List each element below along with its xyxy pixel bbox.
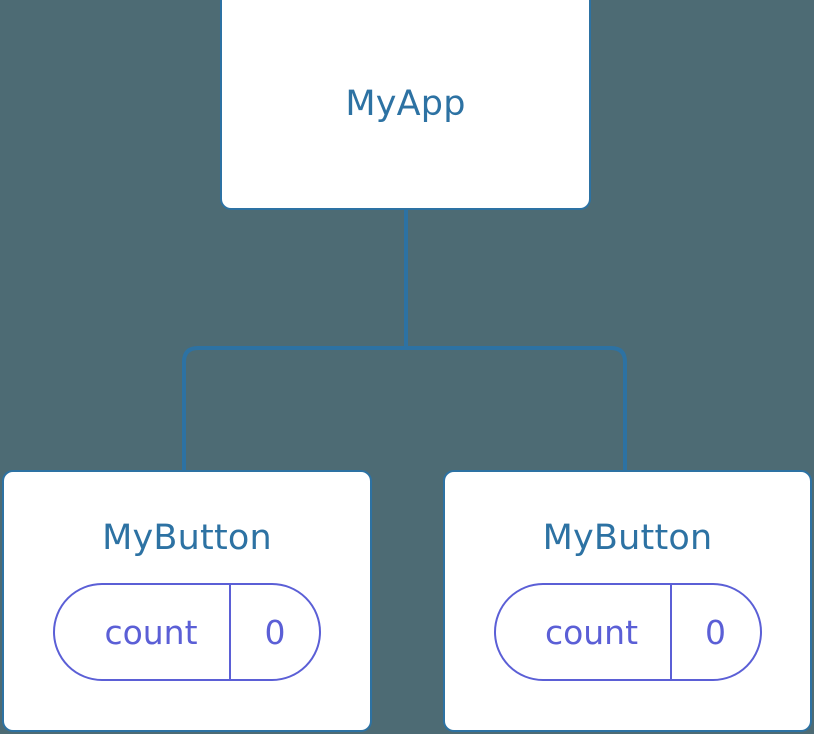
state-pill-key-1: count (104, 612, 198, 652)
node-mybutton-1-label: MyButton (102, 518, 272, 558)
state-pill-value-2: 0 (669, 585, 760, 679)
state-pill-key-2: count (544, 612, 639, 652)
node-mybutton-1[interactable]: MyButton count 0 (2, 470, 372, 732)
state-pill-count-1[interactable]: count 0 (53, 583, 321, 681)
node-myapp-label: MyApp (345, 83, 466, 124)
node-mybutton-2-label: MyButton (542, 518, 713, 558)
node-mybutton-2[interactable]: MyButton count 0 (443, 470, 812, 732)
state-pill-count-2[interactable]: count 0 (493, 583, 762, 681)
state-pill-value-1: 0 (229, 585, 319, 679)
edge-to-child-1 (182, 346, 406, 472)
node-myapp[interactable]: MyApp (220, 0, 591, 210)
edge-to-child-2 (406, 346, 627, 472)
